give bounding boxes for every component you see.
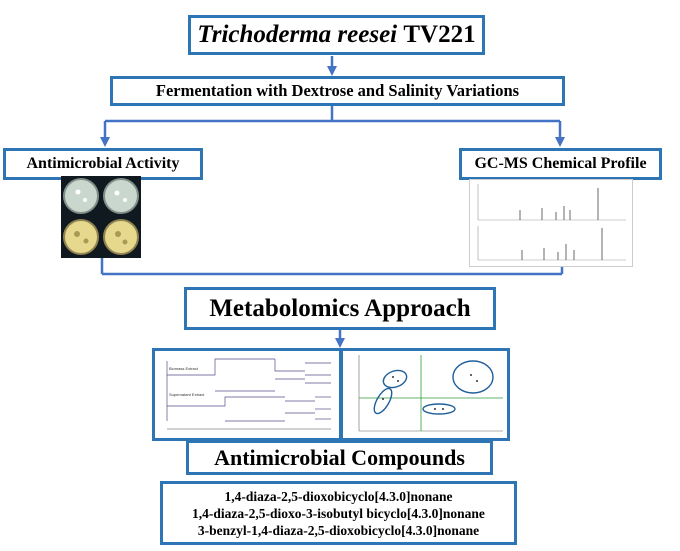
compound-3: 3-benzyl-1,4-diaza-2,5-dioxobicyclo[4.3.…: [197, 522, 480, 538]
fermentation-box: Fermentation with Dextrose and Salinity …: [110, 76, 565, 106]
gcms-label: GC-MS Chemical Profile: [474, 155, 647, 172]
species-name: Trichoderma reesei: [197, 21, 398, 48]
dendrogram-panel: Biomass Extract Supernatant Extract: [152, 348, 342, 441]
dendrogram-group-top: Biomass Extract: [169, 366, 199, 371]
antimicrobial-activity-label: Antimicrobial Activity: [26, 155, 180, 172]
compound-1: 1,4-diaza-2,5-dioxobicyclo[4.3.0]nonane: [224, 488, 453, 504]
dendrogram-group-bottom: Supernatant Extract: [169, 392, 205, 397]
pca-plot-panel: [340, 348, 510, 441]
compound-2: 1,4-diaza-2,5-dioxo-3-isobutyl bicyclo[4…: [192, 505, 485, 521]
metabolomics-label: Metabolomics Approach: [209, 294, 471, 322]
compounds-list-box: 1,4-diaza-2,5-dioxobicyclo[4.3.0]nonane …: [160, 481, 517, 545]
petri-dish-photo: [61, 176, 141, 258]
strain-name: TV221: [403, 21, 476, 48]
compounds-title: Antimicrobial Compounds: [214, 444, 465, 470]
fermentation-label: Fermentation with Dextrose and Salinity …: [155, 81, 520, 100]
compounds-title-box: Antimicrobial Compounds: [186, 440, 493, 475]
gcms-box: GC-MS Chemical Profile: [459, 148, 662, 180]
metabolomics-box: Metabolomics Approach: [184, 287, 496, 330]
title-box: Trichoderma reesei TV221: [188, 15, 485, 55]
chromatogram-image: [469, 179, 633, 267]
